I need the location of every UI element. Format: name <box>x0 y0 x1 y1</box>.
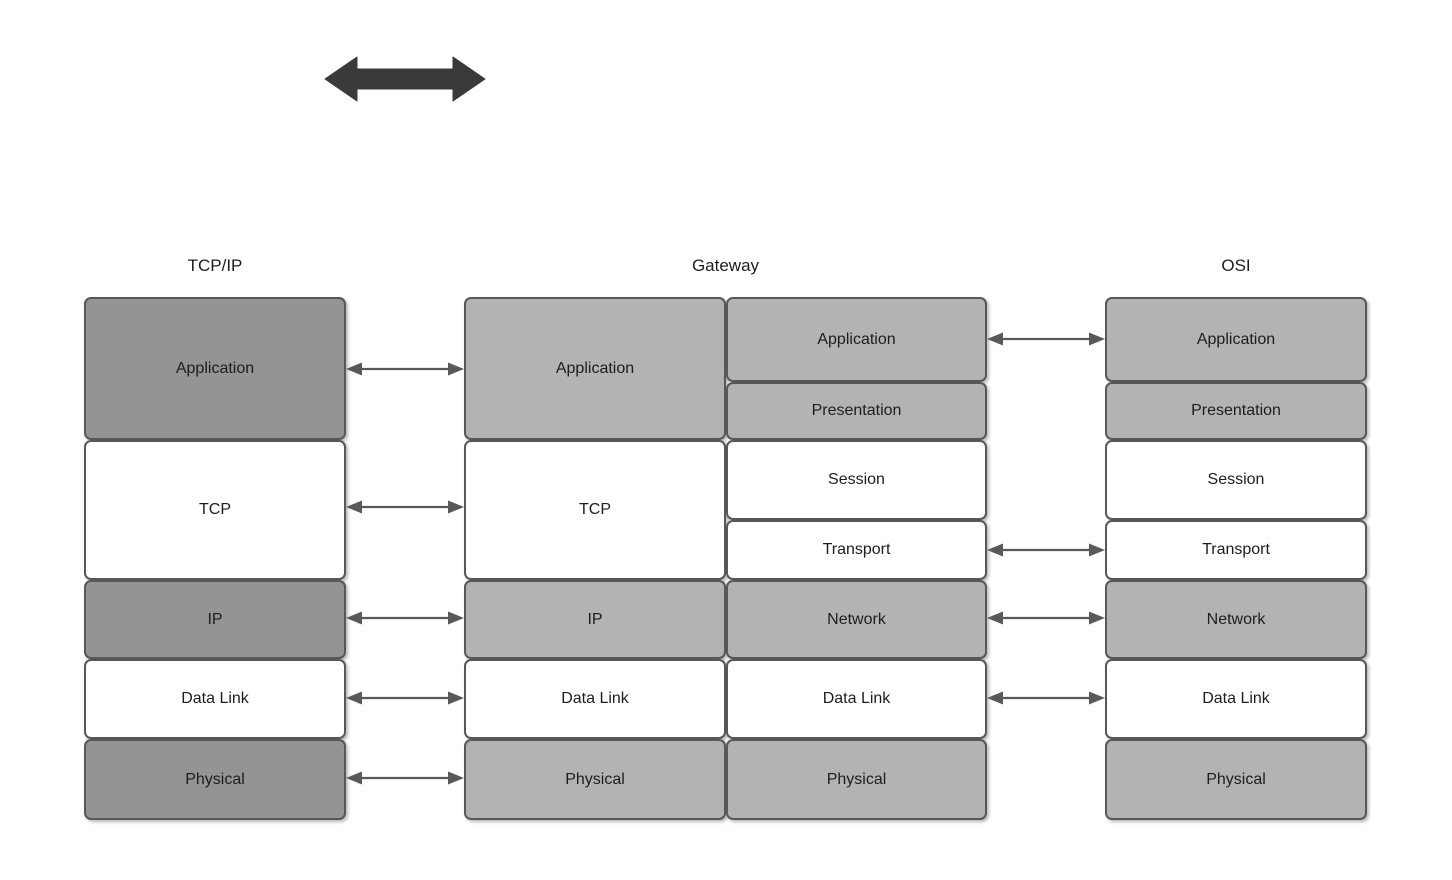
gateway-right-layer-session[interactable]: Session <box>726 440 987 520</box>
osi-layer-presentation[interactable]: Presentation <box>1105 382 1367 440</box>
connector-transport-transport <box>987 541 1105 559</box>
connector-data-link-data-link-left <box>346 689 464 707</box>
connector-application-application <box>346 360 464 378</box>
gateway-left-layer-data-link[interactable]: Data Link <box>464 659 726 739</box>
column-title-gateway: Gateway <box>691 256 760 275</box>
osi-layer-network[interactable]: Network <box>1105 580 1367 659</box>
gateway-left-layer-application[interactable]: Application <box>464 297 726 440</box>
tcpip-layer-ip[interactable]: IP <box>84 580 346 659</box>
osi-layer-transport[interactable]: Transport <box>1105 520 1367 580</box>
gateway-left-layer-ip[interactable]: IP <box>464 580 726 659</box>
gateway-left-layer-tcp[interactable]: TCP <box>464 440 726 580</box>
osi-layer-physical[interactable]: Physical <box>1105 739 1367 820</box>
connector-application-application-right <box>987 330 1105 348</box>
gateway-right-layer-data-link[interactable]: Data Link <box>726 659 987 739</box>
connector-network-network <box>987 609 1105 627</box>
osi-layer-session[interactable]: Session <box>1105 440 1367 520</box>
connector-ip-ip <box>346 609 464 627</box>
osi-layer-application[interactable]: Application <box>1105 297 1367 382</box>
tcpip-layer-application[interactable]: Application <box>84 297 346 440</box>
connector-data-link-data-link-right <box>987 689 1105 707</box>
column-title-tcpip: TCP/IP <box>187 256 243 275</box>
osi-layer-data-link[interactable]: Data Link <box>1105 659 1367 739</box>
tcpip-layer-physical[interactable]: Physical <box>84 739 346 820</box>
column-title-osi: OSI <box>1221 256 1251 275</box>
gateway-right-layer-physical[interactable]: Physical <box>726 739 987 820</box>
gateway-right-layer-network[interactable]: Network <box>726 580 987 659</box>
gateway-right-layer-application[interactable]: Application <box>726 297 987 382</box>
connector-physical-physical <box>346 769 464 787</box>
gateway-right-layer-transport[interactable]: Transport <box>726 520 987 580</box>
gateway-right-layer-presentation[interactable]: Presentation <box>726 382 987 440</box>
connector-tcp-tcp <box>346 498 464 516</box>
tcpip-layer-tcp[interactable]: TCP <box>84 440 346 580</box>
gateway-left-layer-physical[interactable]: Physical <box>464 739 726 820</box>
top-bidirectional-arrow <box>324 55 486 103</box>
tcpip-layer-data-link[interactable]: Data Link <box>84 659 346 739</box>
